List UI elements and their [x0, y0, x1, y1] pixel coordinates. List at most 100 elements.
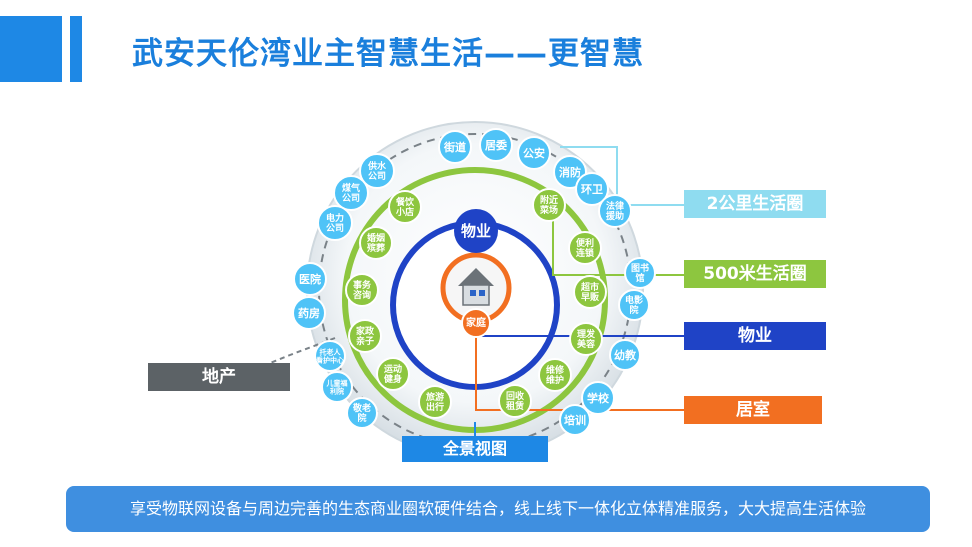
green-bubble-label-1: 殡葬 — [367, 242, 385, 254]
green-bubble-label-1: 婚姻 — [367, 232, 385, 244]
outer-bubble-label-14: 幼教 — [614, 348, 637, 362]
green-bubble-label-2: 事务 — [353, 279, 372, 291]
green-bubble-label-5: 出行 — [426, 401, 444, 413]
outer-bubble-label-9: 医院 — [299, 272, 321, 286]
outer-bubble-label-8: 公司 — [326, 223, 344, 234]
outer-bubble-10: 药房 — [292, 296, 326, 330]
outer-bubble-label-11: 托老人 — [320, 347, 342, 356]
connector-2km — [560, 146, 685, 206]
green-bubble-label-0: 餐饮 — [395, 196, 415, 208]
outer-bubble-18: 图书馆 — [624, 257, 656, 289]
green-bubble-label-6: 租赁 — [506, 400, 524, 412]
green-bubble-label-8: 理发 — [577, 328, 596, 340]
property-badge — [454, 209, 498, 253]
connector-real-estate — [257, 337, 336, 369]
green-bubble-label-10: 便利 — [576, 237, 594, 249]
green-bubble-label-2: 咨询 — [353, 289, 371, 301]
outer-bubble-label-15: 学校 — [587, 391, 610, 405]
outer-bubble-1: 居委 — [479, 128, 513, 162]
legend-label-2km: 2公里生活圈 — [706, 194, 804, 214]
outer-bubble-label-17: 电影 — [625, 294, 643, 306]
outer-bubble-label-2: 公安 — [523, 146, 545, 160]
legend-box-2km — [684, 190, 826, 218]
outer-bubble-label-13: 敬老 — [352, 402, 371, 414]
green-bubble-label-11: 菜场 — [539, 204, 558, 216]
green-bubble-label-6: 回收 — [506, 390, 524, 402]
footer-banner: 享受物联网设备与周边完善的生态商业圈软硬件结合，线上线下一体化立体精准服务，大大… — [66, 486, 930, 532]
green-bubble-label-11: 附近 — [540, 194, 558, 206]
green-bubble-label-8: 美容 — [577, 338, 595, 350]
header-accent-block — [0, 16, 62, 82]
outer-bubble-0: 街道 — [438, 130, 472, 164]
green-bubble-label-7: 维修 — [546, 364, 565, 376]
green-bubble-label-9: 早贩 — [581, 291, 600, 303]
outer-bubble-label-7: 公司 — [342, 193, 360, 204]
legend-box-500m — [684, 260, 826, 288]
outer-bubble-2: 公安 — [517, 136, 551, 170]
green-bubble-label-9: 超市 — [580, 281, 599, 293]
page-title: 武安天伦湾业主智慧生活——更智慧 — [132, 36, 644, 72]
outer-bubble-9: 医院 — [293, 262, 327, 296]
home-badge-label: 家庭 — [466, 318, 486, 329]
green-bubble-label-4: 健身 — [384, 373, 402, 385]
legend-label-panorama: 全景视图 — [442, 439, 507, 458]
green-bubble-label-10: 连锁 — [576, 247, 594, 259]
green-bubble-label-3: 家政 — [356, 325, 375, 337]
outer-bubble-label-13: 院 — [357, 412, 366, 424]
outer-bubble-label-6: 供水 — [367, 160, 387, 172]
green-bubble-label-5: 旅游 — [426, 391, 444, 403]
legend-box-panorama — [402, 436, 548, 462]
home-badge — [461, 308, 491, 338]
header-accent-bar — [70, 16, 82, 82]
outer-bubble-label-11: 看护中心 — [316, 355, 344, 364]
legend-label-property: 物业 — [738, 326, 772, 346]
outer-bubble-label-0: 街道 — [443, 140, 466, 154]
house-icon — [458, 268, 494, 306]
outer-bubble-label-18: 图书 — [631, 262, 649, 274]
outer-bubble-label-7: 煤气 — [342, 182, 360, 194]
outer-bubble-label-5: 援助 — [606, 210, 624, 222]
outer-bubble-label-10: 药房 — [298, 306, 320, 320]
green-bubble-label-3: 亲子 — [356, 335, 374, 347]
green-bubble-label-0: 小店 — [395, 206, 414, 218]
outer-bubble-label-4: 环卫 — [581, 183, 603, 196]
legend-box-property — [684, 322, 826, 350]
legend-label-real-estate: 地产 — [202, 367, 236, 387]
outer-bubble-label-5: 法律 — [606, 200, 624, 212]
legend-label-residence: 居室 — [736, 400, 770, 420]
property-badge-label: 物业 — [460, 222, 491, 240]
outer-bubble-label-12: 利院 — [330, 386, 344, 395]
outer-bubble-label-12: 儿童福 — [326, 378, 348, 387]
outer-bubble-label-1: 居委 — [485, 138, 508, 152]
legend-box-residence — [684, 396, 822, 424]
outer-bubble-label-17: 院 — [629, 304, 638, 316]
bubble-layer: 街道居委公安消防环卫法律援助供水公司煤气公司电力公司医院药房托老人看护中心儿童福… — [292, 128, 656, 436]
green-bubble-label-4: 运动 — [384, 364, 402, 375]
outer-bubble-13: 敬老院 — [346, 397, 378, 429]
legend-box-real-estate — [148, 363, 290, 391]
connector-residence — [475, 336, 685, 411]
outer-bubble-label-8: 电力 — [326, 212, 344, 224]
green-bubble-label-7: 维护 — [546, 374, 564, 386]
outer-bubble-label-3: 消防 — [559, 165, 581, 179]
legend-label-500m: 500米生活圈 — [703, 264, 807, 284]
outer-bubble-17: 电影院 — [618, 289, 650, 321]
